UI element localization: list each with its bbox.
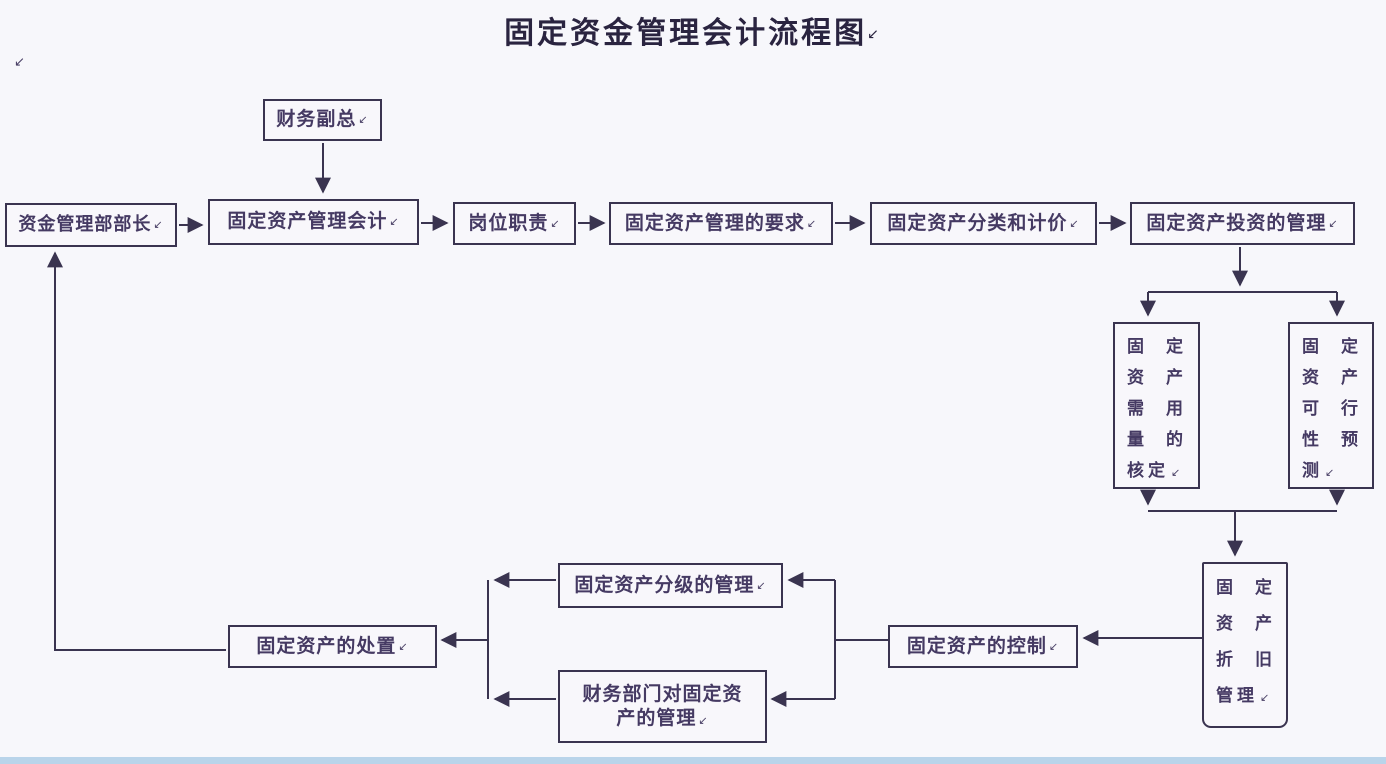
soft-return-mark: ↙ (806, 216, 818, 230)
soft-return-mark: ↙ (867, 26, 882, 43)
soft-return-mark: ↙ (550, 216, 561, 230)
node-label: 固定资产的控制 (906, 634, 1047, 657)
window-bottom-edge (0, 757, 1386, 764)
soft-return-mark: ↙ (1069, 216, 1080, 230)
node-cfo-deputy: 财务副总↙ (263, 99, 382, 141)
node-label: 固定资产管理的要求 (624, 211, 805, 234)
node-label: 固定资产分级的管理 (574, 573, 755, 596)
node-tiered-mgmt: 固定资产分级的管理↙ (558, 563, 783, 608)
node-asset-disposal: 固定资产的处置↙ (228, 625, 437, 668)
soft-return-mark: ↙ (398, 639, 409, 653)
node-label: 财务部门对固定资产的管理↙ (582, 682, 743, 729)
soft-return-mark: ↙ (698, 713, 709, 727)
soft-return-mark: ↙ (1328, 216, 1339, 230)
soft-return-mark: ↙ (1171, 466, 1185, 479)
node-job-duties: 岗位职责↙ (453, 202, 576, 245)
page-title: 固定资金管理会计流程图↙ (0, 8, 1386, 52)
soft-return-mark: ↙ (1325, 466, 1339, 479)
node-label: 固定资产折旧管理↙ (1216, 578, 1276, 706)
anchor-mark: ↙ (14, 55, 25, 70)
node-depreciation-mgmt: 固定资产折旧管理↙ (1202, 562, 1288, 728)
node-asset-control: 固定资产的控制↙ (888, 625, 1078, 668)
node-fund-dept-head: 资金管理部部长↙ (5, 203, 177, 247)
node-label: 固定资产可行性预测↙ (1302, 337, 1362, 481)
soft-return-mark: ↙ (153, 218, 164, 232)
node-label: 岗位职责 (468, 211, 549, 234)
soft-return-mark: ↙ (358, 113, 369, 127)
soft-return-mark: ↙ (389, 215, 400, 229)
node-label: 固定资产管理会计 (227, 210, 388, 233)
node-finance-dept-mgmt: 财务部门对固定资产的管理↙ (558, 670, 767, 743)
node-fixed-asset-accountant: 固定资产管理会计↙ (208, 199, 419, 245)
soft-return-mark: ↙ (756, 578, 767, 592)
node-label: 固定资产需用量的核定↙ (1127, 337, 1187, 481)
node-investment-mgmt: 固定资产投资的管理↙ (1130, 202, 1355, 245)
page-title-text: 固定资金管理会计流程图 (504, 16, 868, 51)
soft-return-mark: ↙ (1260, 691, 1274, 704)
node-label: 固定资产分类和计价 (887, 211, 1068, 234)
node-classification-valuation: 固定资产分类和计价↙ (870, 202, 1097, 245)
soft-return-mark: ↙ (1048, 639, 1060, 653)
node-demand-verification: 固定资产需用量的核定↙ (1113, 322, 1200, 489)
node-label: 资金管理部部长 (18, 213, 152, 235)
node-label: 固定资产的处置 (256, 634, 397, 657)
node-label: 财务副总 (276, 108, 357, 131)
node-mgmt-requirements: 固定资产管理的要求↙ (609, 202, 833, 245)
node-feasibility-forecast: 固定资产可行性预测↙ (1288, 322, 1374, 489)
node-label: 固定资产投资的管理 (1146, 211, 1327, 234)
